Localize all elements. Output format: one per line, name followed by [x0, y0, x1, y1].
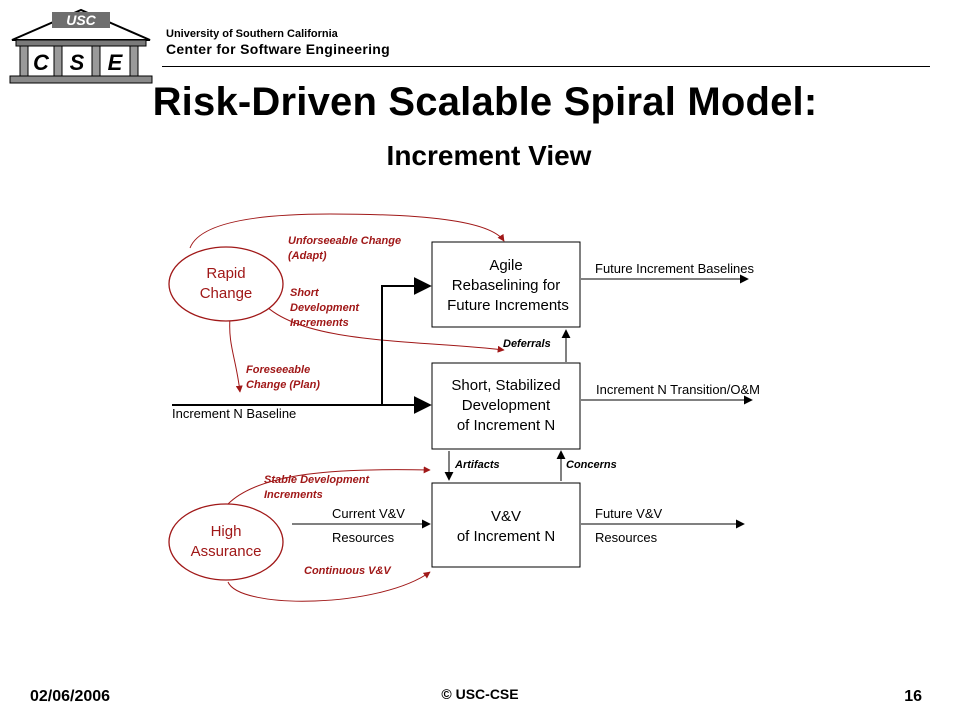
future-vv-label: Future V&V: [595, 506, 663, 521]
unforeseeable-label-1: Unforseeable Change: [288, 235, 401, 247]
vv-box-line-2: of Increment N: [457, 528, 555, 545]
stable-dev-arrow: [227, 466, 431, 505]
unforeseeable-change-arrow: [189, 213, 505, 249]
continuous-vv-label: Continuous V&V: [304, 565, 392, 577]
logo-letter-s: S: [70, 50, 85, 75]
short-dev-arrow: [261, 301, 505, 353]
vv-box-line-1: V&V: [491, 508, 521, 525]
baseline-to-agile-arrow: [381, 277, 432, 405]
dev-box-line-2: Development: [462, 397, 551, 414]
agile-box-line-3: Future Increments: [447, 297, 569, 314]
foreseeable-label-2: Change (Plan): [246, 379, 320, 391]
rapid-change-line-2: Change: [200, 285, 253, 302]
agile-box-line-2: Rebaselining for: [452, 277, 560, 294]
future-baselines-label: Future Increment Baselines: [595, 261, 754, 276]
short-dev-label-2: Development: [290, 302, 360, 314]
concerns-label: Concerns: [566, 459, 617, 471]
driver-arrows: [189, 213, 505, 602]
header-divider: [162, 66, 930, 67]
vv-box: [431, 482, 581, 568]
short-dev-label-3: Increments: [290, 317, 349, 329]
short-dev-label-1: Short: [290, 287, 320, 299]
foreseeable-change-arrow: [229, 317, 243, 393]
deferrals-label: Deferrals: [503, 338, 551, 350]
university-name: University of Southern California: [166, 28, 338, 40]
footer-date: 02/06/2006: [30, 688, 111, 705]
stable-dev-label-1: Stable Development: [264, 474, 370, 486]
dev-box-line-1: Short, Stabilized: [451, 377, 560, 394]
current-vv-label: Current V&V: [332, 506, 405, 521]
resources-out-label: Resources: [595, 530, 658, 545]
logo-usc-text: USC: [66, 12, 96, 28]
logo-letter-e: E: [108, 50, 124, 75]
continuous-vv-arrow: [227, 571, 431, 602]
high-assurance-line-1: High: [211, 523, 242, 540]
agile-rebaselining-box: [431, 241, 581, 328]
high-assurance-ellipse: [168, 503, 284, 581]
footer-copyright: © USC-CSE: [441, 686, 519, 702]
agile-box-line-1: Agile: [489, 257, 522, 274]
center-name: Center for Software Engineering: [166, 41, 390, 57]
page-number: 16: [904, 688, 922, 705]
unforeseeable-label-2: (Adapt): [288, 250, 327, 262]
artifacts-label: Artifacts: [454, 459, 500, 471]
resources-in-label: Resources: [332, 530, 395, 545]
slide-title: Risk-Driven Scalable Spiral Model:: [152, 80, 818, 124]
slide-subtitle: Increment View: [386, 140, 592, 171]
transition-label: Increment N Transition/O&M: [596, 382, 760, 397]
foreseeable-label-1: Foreseeable: [246, 364, 310, 376]
high-assurance-line-2: Assurance: [191, 543, 262, 560]
baseline-label: Increment N Baseline: [172, 406, 296, 421]
logo-letter-c: C: [33, 50, 50, 75]
stable-dev-label-2: Increments: [264, 489, 323, 501]
rapid-change-ellipse: [168, 246, 284, 322]
rapid-change-line-1: Rapid: [206, 265, 245, 282]
usc-cse-logo: USC C S E: [9, 8, 153, 84]
development-box: [431, 362, 581, 450]
dev-box-line-3: of Increment N: [457, 417, 555, 434]
organization-header: University of Southern California Center…: [166, 28, 390, 58]
